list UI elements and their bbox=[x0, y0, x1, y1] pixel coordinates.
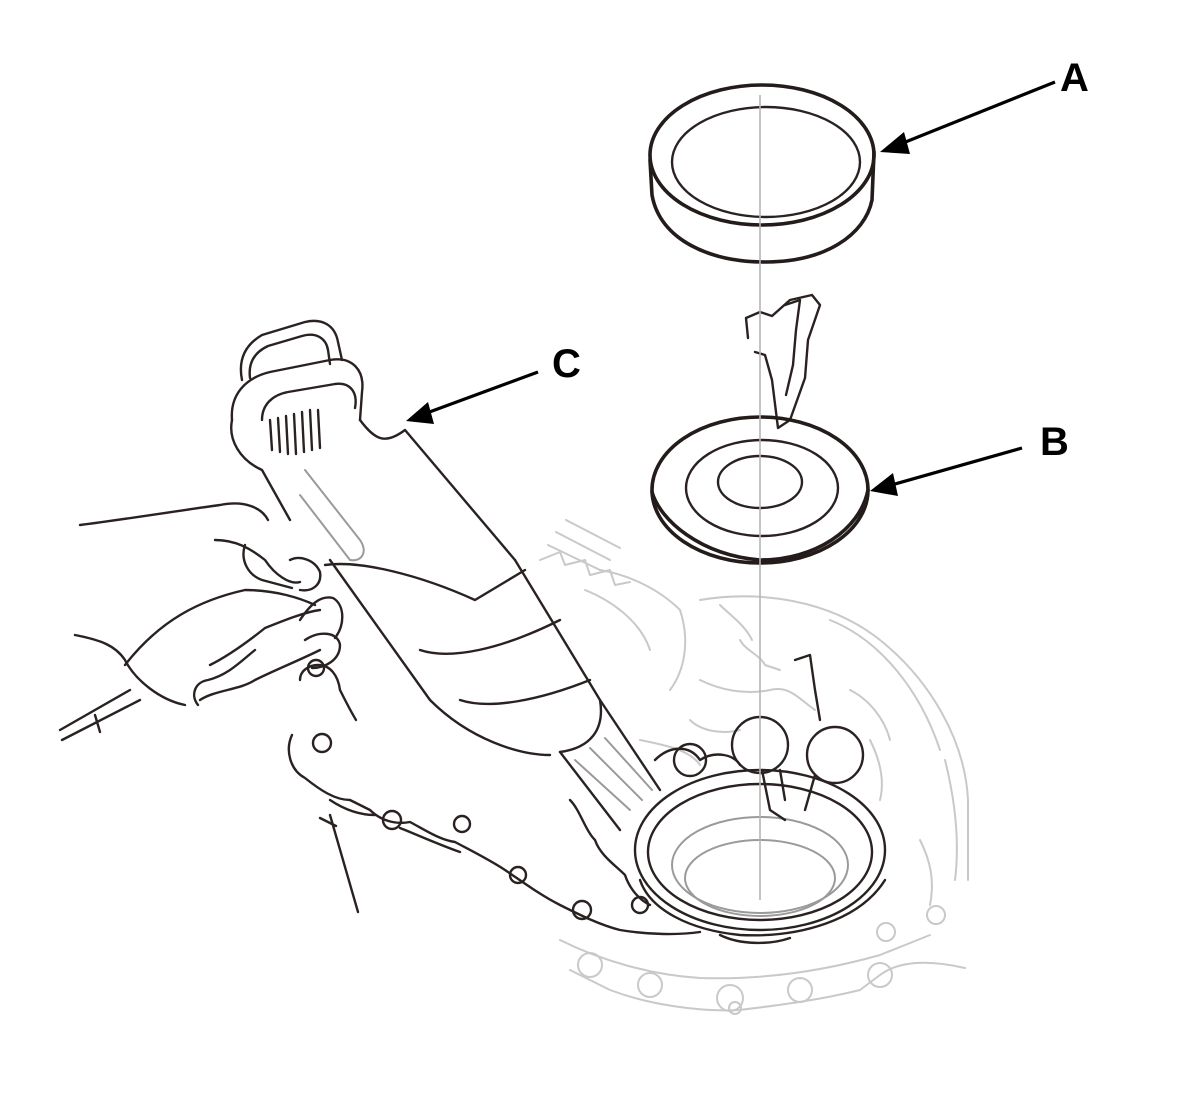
leader-b bbox=[887, 446, 1023, 488]
callout-leaders bbox=[406, 80, 1056, 496]
part-a-ring bbox=[648, 83, 876, 264]
arrowhead-c bbox=[406, 402, 434, 424]
hands bbox=[58, 502, 344, 742]
flange-bolts bbox=[577, 905, 946, 1015]
transmission-housing bbox=[539, 519, 969, 1015]
callout-label-b: B bbox=[1040, 420, 1069, 464]
leader-c bbox=[423, 370, 539, 416]
callout-label-c: C bbox=[552, 342, 581, 386]
shift-fork bbox=[672, 653, 865, 822]
arrowhead-b bbox=[870, 473, 898, 496]
arrowhead-a bbox=[880, 132, 910, 154]
case-flange bbox=[287, 658, 742, 936]
callout-label-a: A bbox=[1060, 56, 1089, 100]
special-tool-c bbox=[230, 319, 662, 832]
leader-a bbox=[897, 80, 1056, 147]
